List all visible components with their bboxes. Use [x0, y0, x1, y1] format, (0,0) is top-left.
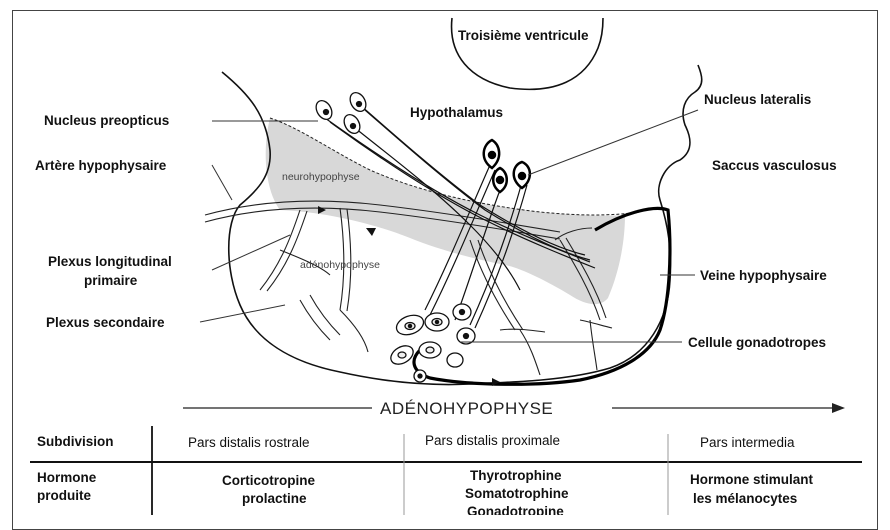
label-plexus-longitudinal-2: primaire — [84, 273, 138, 288]
table-col-pars-distalis-proximale: Pars distalis proximale — [425, 433, 560, 448]
table-header-subdivision: Subdivision — [37, 434, 114, 449]
label-veine-hypophysaire: Veine hypophysaire — [700, 268, 827, 283]
table-cell-corticotropine: Corticotropine — [222, 473, 315, 488]
label-adenohypophyse-banner: ADÉNOHYPOPHYSE — [380, 399, 553, 418]
label-plexus-longitudinal: Plexus longitudinal — [48, 254, 172, 269]
label-adenohypophyse-small: adénohypophyse — [300, 259, 380, 271]
table-col-pars-distalis-rostrale: Pars distalis rostrale — [188, 435, 310, 450]
label-troisieme-ventricule: Troisième ventricule — [458, 28, 589, 43]
label-nucleus-lateralis: Nucleus lateralis — [704, 92, 811, 107]
label-saccus-vasculosus: Saccus vasculosus — [712, 158, 837, 173]
pituitary-diagram: Troisième ventricule Nucleus preopticus … — [0, 0, 890, 515]
label-cellule-gonadotropes: Cellule gonadotropes — [688, 335, 826, 350]
gonadotrope-cells — [388, 304, 475, 382]
table-cell-thyrotrophine: Thyrotrophine — [470, 468, 562, 483]
label-nucleus-preopticus: Nucleus preopticus — [44, 113, 169, 128]
lateral-neurons — [484, 140, 530, 192]
table-col-pars-intermedia: Pars intermedia — [700, 435, 795, 450]
label-artere-hypophysaire: Artère hypophysaire — [35, 158, 167, 173]
label-plexus-secondaire: Plexus secondaire — [46, 315, 165, 330]
table-header-hormone: Hormone — [37, 470, 97, 485]
table-cell-hormone-stimulant: Hormone stimulant — [690, 472, 814, 487]
table-cell-les-melanocytes: les mélanocytes — [693, 491, 797, 506]
adenohypophyse-arrow-head — [832, 403, 845, 413]
label-hypothalamus: Hypothalamus — [410, 105, 503, 120]
table-cell-prolactine: prolactine — [242, 491, 307, 506]
table-header-produite: produite — [37, 488, 91, 503]
label-neurohypophyse: neurohypophyse — [282, 171, 360, 183]
table-cell-gonadotropine: Gonadotropine — [467, 504, 564, 515]
table-cell-somatotrophine: Somatotrophine — [465, 486, 569, 501]
